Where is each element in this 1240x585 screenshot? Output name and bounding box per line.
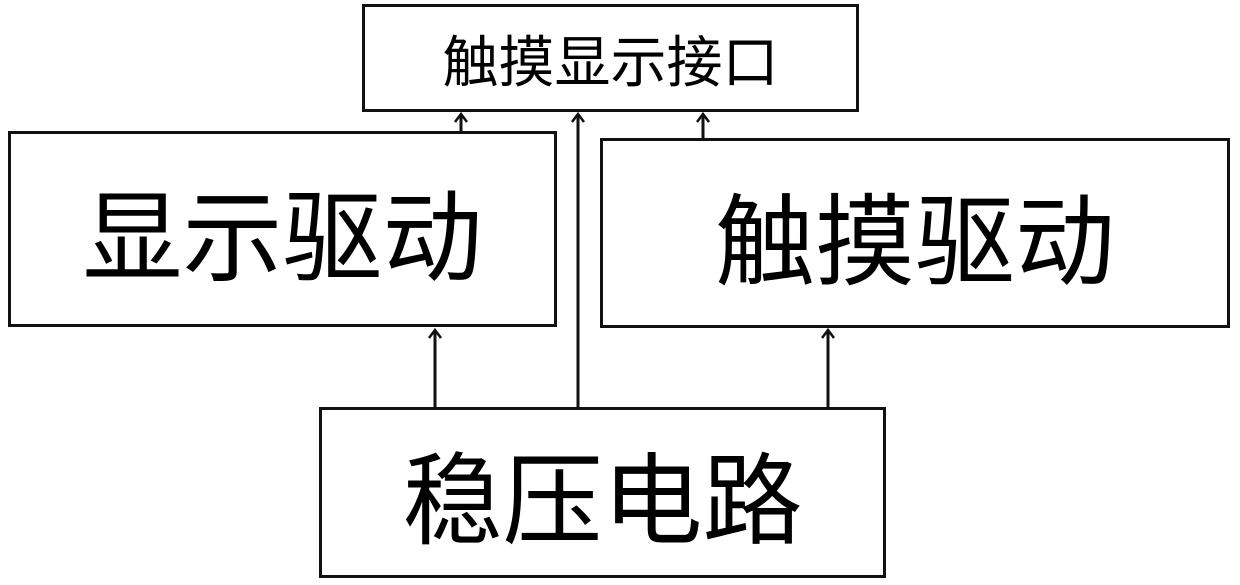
display-driver-box: 显示驱动: [8, 131, 557, 327]
voltage-regulator-box: 稳压电路: [319, 407, 886, 578]
voltage-regulator-label: 稳压电路: [403, 420, 803, 565]
touch-display-interface-box: 触摸显示接口: [362, 4, 859, 112]
display-driver-label: 显示驱动: [83, 157, 483, 302]
touch-driver-box: 触摸驱动: [600, 138, 1230, 328]
touch-driver-label: 触摸驱动: [715, 161, 1115, 306]
touch-display-interface-label: 触摸显示接口: [443, 18, 779, 99]
